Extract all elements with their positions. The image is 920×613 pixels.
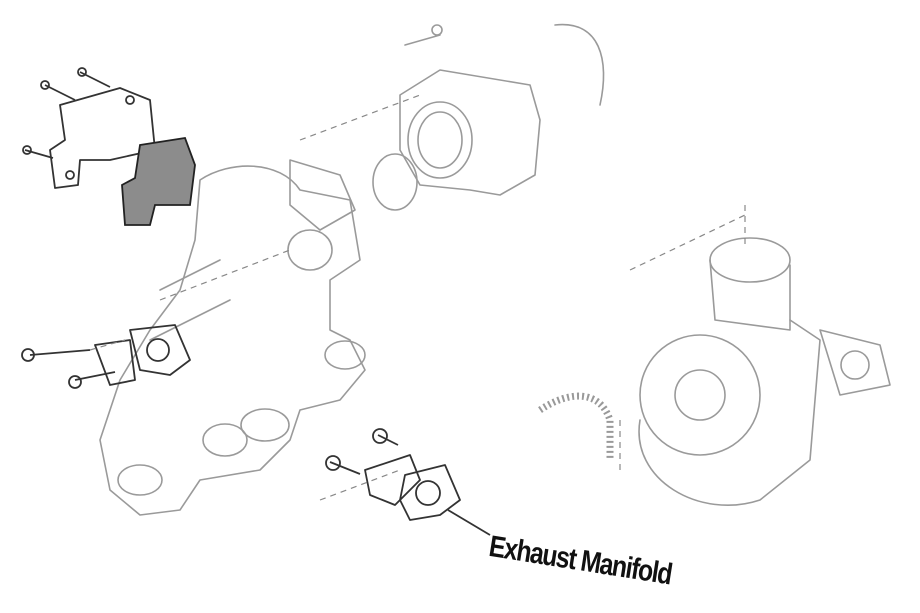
- turbocharger: [538, 205, 891, 506]
- egr-gasket-highlighted: [121, 136, 196, 226]
- callout-leader-line: [447, 509, 491, 536]
- egr-cover-plate: [49, 87, 156, 189]
- intake-manifold: [99, 159, 366, 516]
- exhaust-manifold-flange: [325, 428, 491, 536]
- bolts-top-left: [22, 67, 111, 159]
- egr-pipe-flange-left: [21, 324, 191, 389]
- throttle-body: [372, 23, 605, 211]
